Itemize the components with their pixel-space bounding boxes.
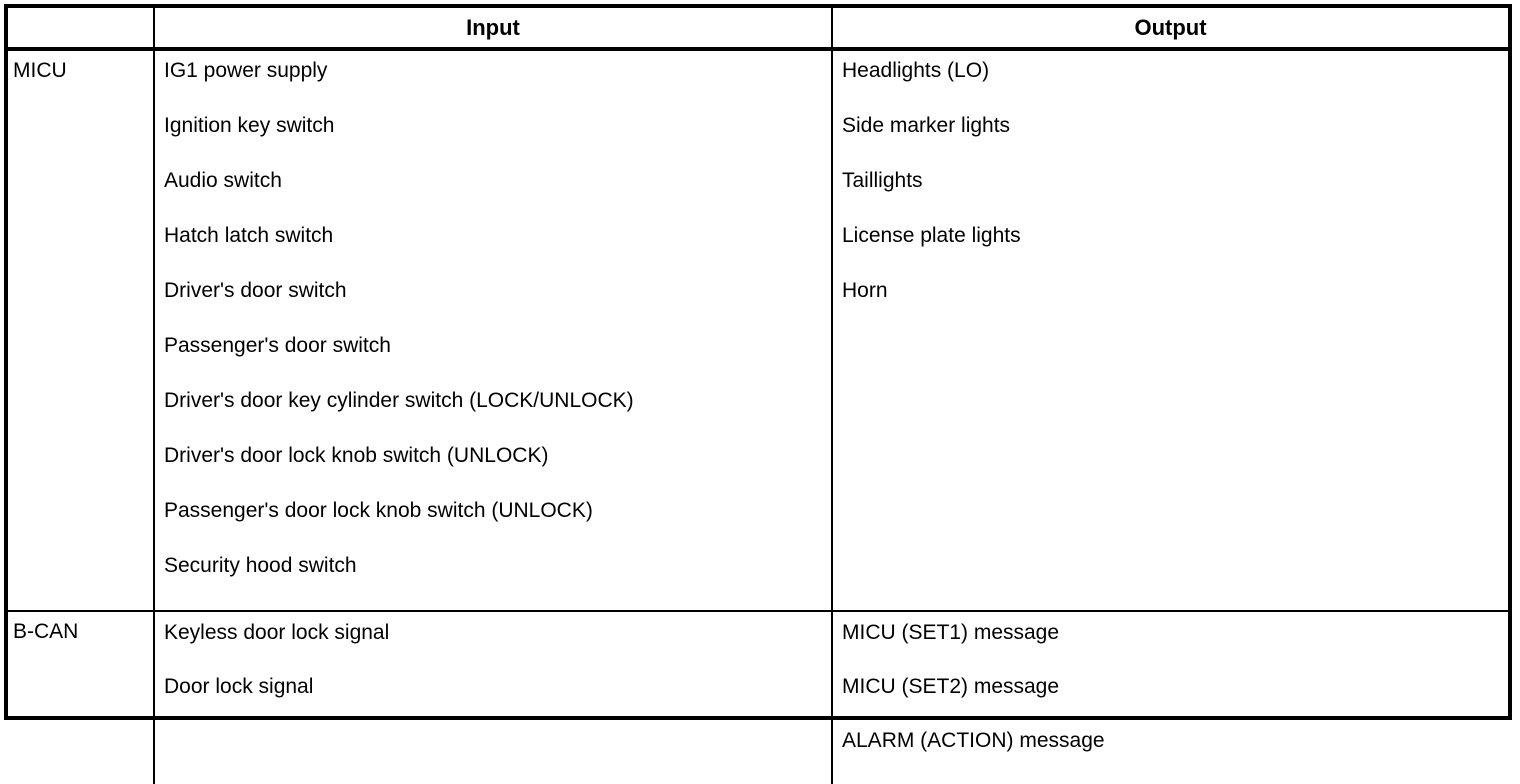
input-output-table: Input Output MICU IG1 power supply Ignit…	[8, 8, 1508, 784]
list-item: Taillights	[842, 169, 923, 192]
list-item: ALARM (ACTION) message	[842, 729, 1105, 752]
list-item: Security hood switch	[164, 554, 357, 577]
table-header: Input Output	[8, 8, 1508, 51]
list-item: Passenger's door lock knob switch (UNLOC…	[164, 499, 593, 522]
input-list-bcan: Keyless door lock signal Door lock signa…	[155, 612, 831, 730]
list-item: Driver's door lock knob switch (UNLOCK)	[164, 444, 549, 467]
list-item: Driver's door switch	[164, 279, 347, 302]
cell-output-bcan: MICU (SET1) message MICU (SET2) message …	[832, 610, 1508, 784]
cell-input-bcan: Keyless door lock signal Door lock signa…	[154, 610, 833, 784]
system-label-micu: MICU	[13, 59, 67, 82]
list-item: Headlights (LO)	[842, 59, 990, 82]
column-header-system	[8, 8, 155, 51]
list-item: Hatch latch switch	[164, 224, 334, 247]
table-row-bcan: B-CAN Keyless door lock signal Door lock…	[8, 610, 1508, 784]
cell-system-micu: MICU	[8, 49, 155, 611]
column-header-output: Output	[832, 8, 1508, 51]
output-list-micu: Headlights (LO) Side marker lights Taill…	[833, 51, 1508, 335]
column-header-input: Input	[154, 8, 833, 51]
list-item: License plate lights	[842, 224, 1021, 247]
system-label-bcan: B-CAN	[13, 620, 79, 643]
cell-system-bcan: B-CAN	[8, 610, 155, 784]
list-item: Passenger's door switch	[164, 334, 391, 357]
cell-output-micu: Headlights (LO) Side marker lights Taill…	[832, 49, 1508, 611]
list-item: Audio switch	[164, 169, 282, 192]
list-item: MICU (SET2) message	[842, 675, 1060, 698]
input-list-micu: IG1 power supply Ignition key switch Aud…	[155, 51, 831, 610]
list-item: Keyless door lock signal	[164, 621, 390, 644]
list-item: IG1 power supply	[164, 59, 328, 82]
list-item: Driver's door key cylinder switch (LOCK/…	[164, 389, 634, 412]
list-item: Horn	[842, 279, 888, 302]
list-item: MICU (SET1) message	[842, 621, 1060, 644]
list-item: Door lock signal	[164, 675, 314, 698]
list-item: Ignition key switch	[164, 114, 335, 137]
header-row: Input Output	[8, 8, 1508, 51]
list-item: Side marker lights	[842, 114, 1011, 137]
output-list-bcan: MICU (SET1) message MICU (SET2) message …	[833, 612, 1508, 784]
table-body: MICU IG1 power supply Ignition key switc…	[8, 49, 1508, 784]
cell-input-micu: IG1 power supply Ignition key switch Aud…	[154, 49, 833, 611]
table-row-micu: MICU IG1 power supply Ignition key switc…	[8, 49, 1508, 611]
spec-table-container: Input Output MICU IG1 power supply Ignit…	[4, 4, 1512, 784]
